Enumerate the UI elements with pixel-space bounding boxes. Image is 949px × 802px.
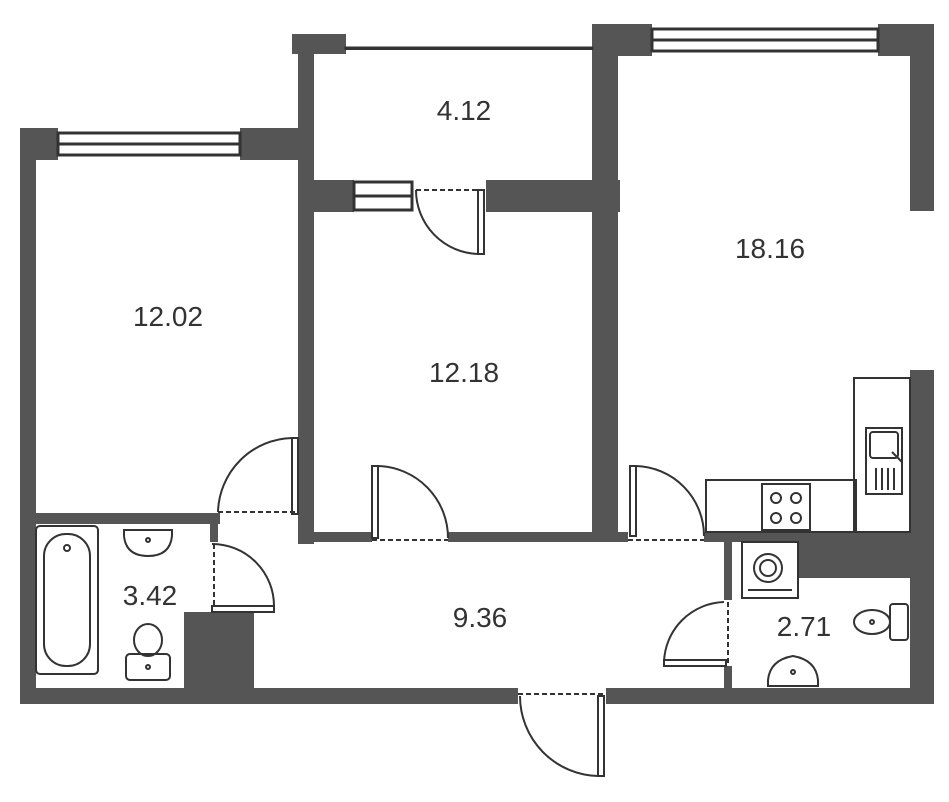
room-label-left-bedroom: 12.02 — [133, 301, 203, 332]
window-balcony — [344, 46, 594, 50]
door-bathroom — [211, 543, 275, 613]
room-label-balcony: 4.12 — [437, 95, 492, 126]
room-label-kitchen-living: 18.16 — [735, 233, 805, 264]
door-entrance — [518, 693, 606, 777]
door-middle-bedroom — [371, 465, 449, 541]
kitchen-sink-icon — [865, 427, 903, 495]
wc-washbasin-icon — [767, 654, 819, 687]
fixtures — [35, 377, 911, 687]
room-label-middle-bedroom: 12.18 — [429, 357, 499, 388]
kitchen-counter — [705, 377, 911, 533]
room-labels: 12.02 4.12 12.18 18.16 3.42 9.36 2.71 — [123, 95, 832, 642]
door-kitchen — [628, 465, 705, 541]
washing-machine-icon — [741, 541, 799, 599]
windows — [56, 27, 880, 212]
stove-icon — [761, 483, 811, 531]
door-balcony — [415, 189, 485, 255]
room-label-bathroom: 3.42 — [123, 580, 178, 611]
door-toilet — [663, 601, 729, 667]
washbasin-icon — [123, 529, 173, 558]
toilet-icon — [125, 623, 171, 681]
room-label-hallway: 9.36 — [453, 602, 508, 633]
room-label-toilet-laundry: 2.71 — [777, 611, 832, 642]
wc-toilet-icon — [853, 603, 909, 641]
door-left-bedroom — [217, 437, 299, 515]
bathtub-icon — [35, 525, 99, 675]
walls — [20, 24, 934, 704]
doors — [211, 189, 729, 777]
